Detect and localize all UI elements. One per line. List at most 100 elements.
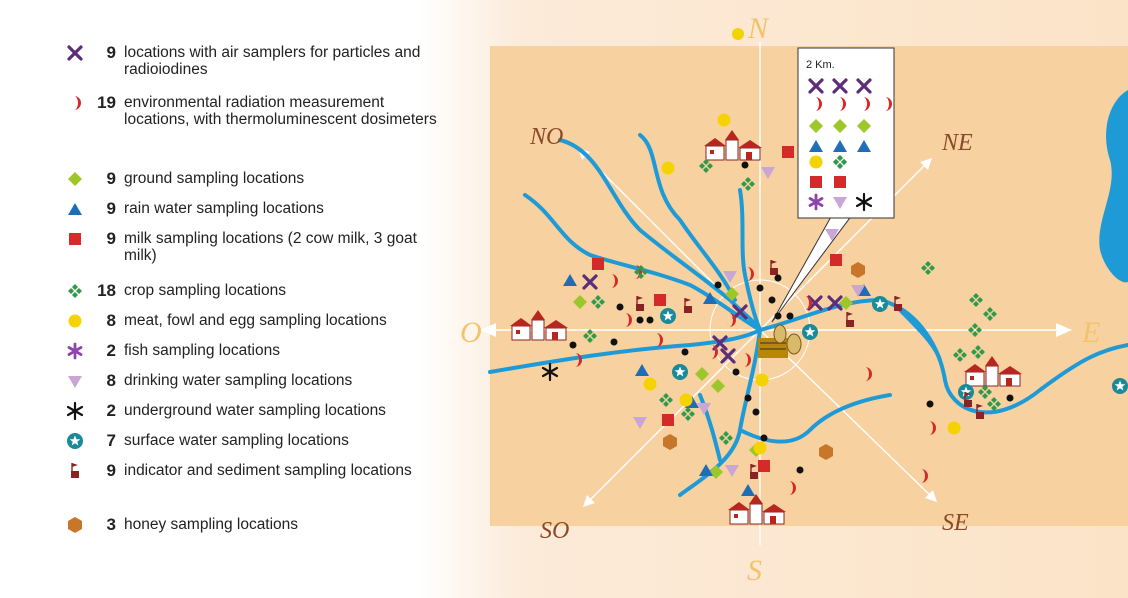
inverted-triangle-marker [851, 285, 865, 297]
half-moon-marker [921, 469, 928, 483]
village-icon [728, 494, 786, 525]
cross-marker [712, 335, 728, 351]
crop-marker [741, 177, 755, 191]
legend-text: crop sampling locations [124, 282, 286, 299]
diamond-marker [695, 367, 709, 381]
compass-se-label: SE [942, 510, 969, 536]
fish-asterisk-inset-marker [808, 193, 824, 211]
legend-item: 8 meat, fowl and egg sampling locations [62, 312, 444, 330]
legend-text: fish sampling locations [124, 342, 280, 359]
circle-marker [679, 393, 693, 407]
diamond-icon [62, 170, 88, 188]
triangle-marker [635, 364, 649, 376]
legend-count: 9 [106, 169, 116, 188]
legend-text: environmental radiation measurement loca… [124, 94, 437, 128]
square-inset-marker [834, 176, 846, 188]
diamond-marker [711, 379, 725, 393]
circle-marker [755, 373, 769, 387]
star-marker [672, 364, 688, 380]
inverted-triangle-marker [633, 417, 647, 429]
triangle-marker [741, 484, 755, 496]
dot-marker [756, 284, 764, 292]
legend-count: 8 [106, 371, 116, 390]
compass-so-label: SO [540, 518, 569, 544]
crop-marker [719, 431, 733, 445]
dot-marker [646, 316, 654, 324]
circle-icon [62, 312, 88, 330]
cross-marker [807, 295, 823, 311]
compass-w-label: O [460, 316, 482, 349]
dot-marker [926, 400, 934, 408]
cross-marker [720, 348, 736, 364]
half-moon-marker [789, 481, 796, 495]
dot-marker [768, 296, 776, 304]
triangle-marker [699, 464, 713, 476]
half-moon-inset-marker [815, 97, 822, 111]
asterisk-marker [541, 362, 559, 382]
legend-count: 18 [97, 281, 116, 300]
dot-marker [744, 394, 752, 402]
star-marker [660, 308, 676, 324]
diamond-marker [573, 295, 587, 309]
legend-count: 9 [106, 229, 116, 248]
half-moon-marker [805, 296, 812, 310]
flag-marker [894, 296, 902, 311]
crop-marker [833, 155, 847, 169]
inverted-triangle-marker [723, 271, 737, 283]
compass-no-label: NO [529, 124, 563, 150]
village-icon [964, 356, 1022, 387]
hexagon-marker [851, 262, 865, 278]
compass-n-label: N [747, 12, 770, 45]
inverted-triangle-marker [825, 229, 839, 241]
dot-marker [610, 338, 618, 346]
legend-count: 2 [106, 341, 116, 360]
dot-marker [796, 466, 804, 474]
rivers [488, 133, 1128, 497]
flag-marker [770, 260, 778, 275]
square-marker [758, 460, 770, 472]
villages [510, 130, 1022, 525]
legend-text: underground water sampling locations [124, 402, 386, 419]
flag-marker [976, 404, 984, 419]
triangle-inset-marker [809, 140, 823, 152]
legend-text: meat, fowl and egg sampling locations [124, 312, 387, 329]
compass-s-label: S [747, 554, 762, 587]
legend-count: 8 [106, 311, 116, 330]
dot-marker [569, 341, 577, 349]
flag-marker [750, 464, 758, 479]
cross-marker [732, 304, 748, 320]
cross-inset-marker [856, 78, 872, 94]
inverted-triangle-icon [62, 372, 88, 390]
diamond-inset-marker [833, 119, 847, 133]
flag-icon [62, 462, 88, 480]
half-moon-inset-marker [885, 97, 892, 111]
triangle-inset-marker [833, 140, 847, 152]
half-moon-marker [865, 367, 872, 381]
crop-marker [978, 385, 992, 399]
square-marker [654, 294, 666, 306]
cross-inset-marker [808, 78, 824, 94]
legend-count: 19 [97, 93, 116, 112]
legend-item: 19 environmental radiation measurement lo… [62, 94, 444, 128]
star-marker [872, 296, 888, 312]
crop-marker [583, 329, 597, 343]
dot-marker [752, 408, 760, 416]
legend-count: 9 [106, 199, 116, 218]
dot-marker [774, 312, 782, 320]
inset-title: 2 Km. [806, 59, 835, 71]
diamond-inset-marker [857, 119, 871, 133]
cross-marker [827, 295, 843, 311]
crop-marker [591, 295, 605, 309]
half-moon-marker [656, 333, 663, 347]
dot-marker [786, 312, 794, 320]
circle-marker [717, 113, 731, 127]
crop-marker [983, 307, 997, 321]
legend-text: honey sampling locations [124, 516, 299, 533]
